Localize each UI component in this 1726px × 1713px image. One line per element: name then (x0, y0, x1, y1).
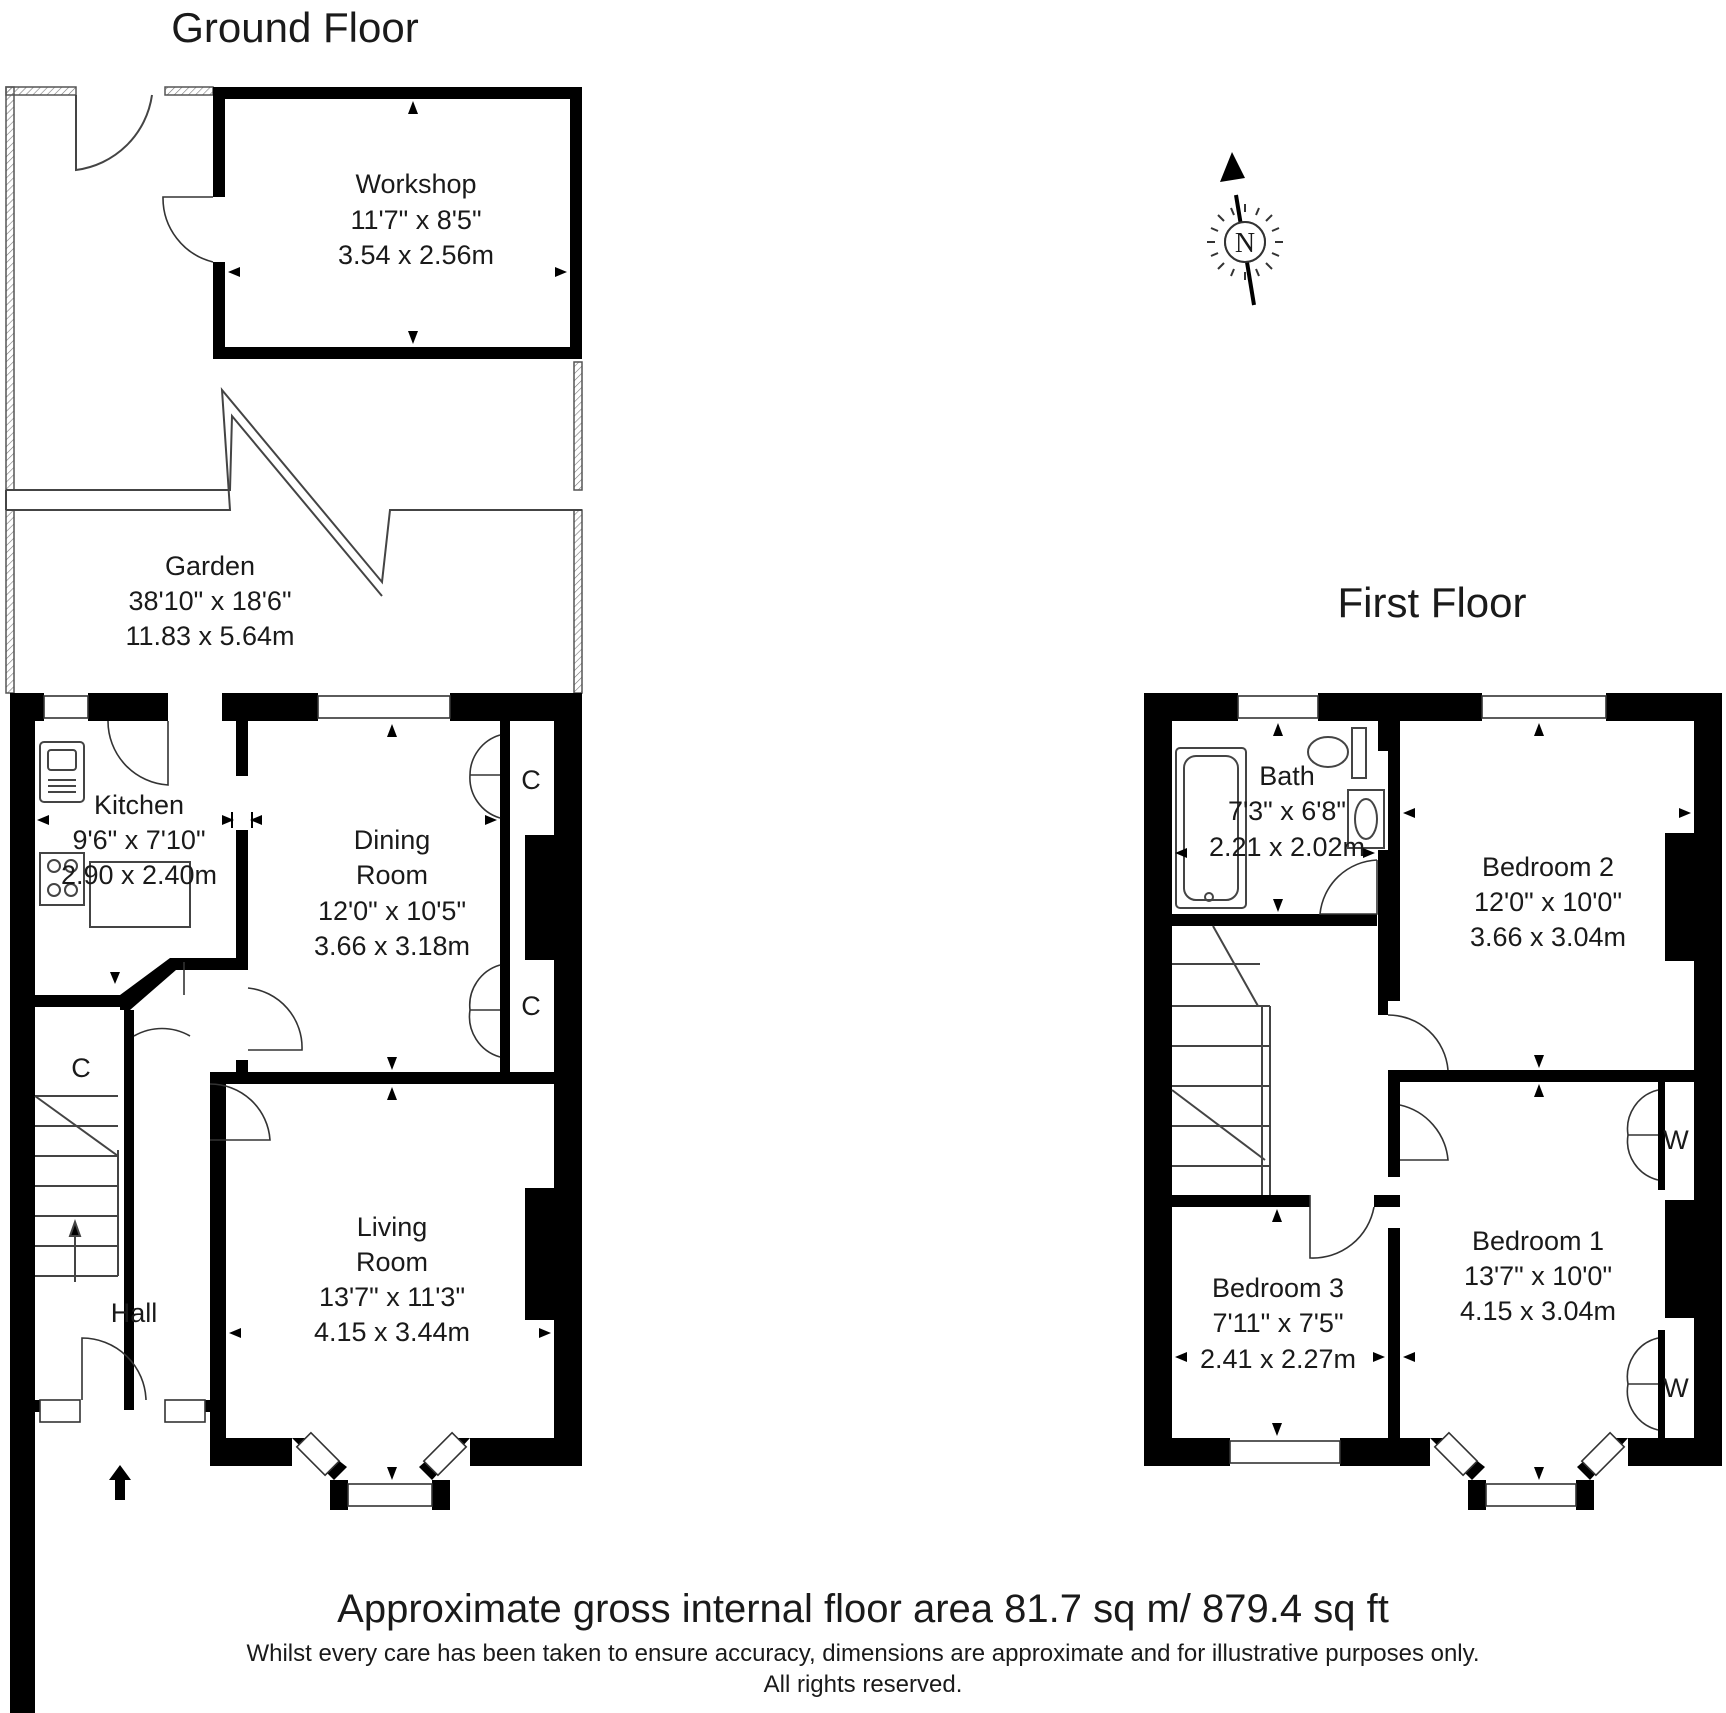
garden-label: Garden (165, 551, 255, 581)
ground-floor-doors (81, 720, 501, 1401)
rights-text: All rights reserved. (764, 1671, 963, 1698)
ground-floor-title: Ground Floor (171, 4, 418, 51)
workshop-imperial: 11'7" x 8'5" (350, 205, 481, 235)
dining-metric: 3.66 x 3.18m (314, 931, 470, 961)
dining-label-2: Room (356, 860, 428, 890)
ground-floor-windows (39, 695, 468, 1507)
compass: N (1207, 152, 1283, 306)
bedroom3-label: Bedroom 3 (1212, 1273, 1344, 1303)
garden-imperial: 38'10" x 18'6" (128, 586, 291, 616)
workshop-walls (162, 87, 582, 359)
wardrobe-label-2: W (1663, 1373, 1689, 1403)
first-floor-windows (1229, 695, 1626, 1507)
bedroom1-imperial: 13'7" x 10'0" (1464, 1261, 1612, 1291)
dining-imperial: 12'0" x 10'5" (318, 896, 466, 926)
wardrobe-label-1: W (1663, 1125, 1689, 1155)
cupboard-label-hall: C (71, 1053, 91, 1083)
entrance-arrow (109, 1465, 131, 1500)
living-label-2: Room (356, 1247, 428, 1277)
bedroom1-metric: 4.15 x 3.04m (1460, 1296, 1616, 1326)
bedroom2-imperial: 12'0" x 10'0" (1474, 887, 1622, 917)
living-imperial: 13'7" x 11'3" (319, 1282, 465, 1312)
hall-label: Hall (111, 1298, 158, 1328)
bedroom3-metric: 2.41 x 2.27m (1200, 1344, 1356, 1374)
bedroom3-imperial: 7'11" x 7'5" (1212, 1308, 1343, 1338)
ground-floor-dimension-arrows (37, 724, 551, 1480)
first-floor-walls (1144, 693, 1722, 1510)
kitchen-fixtures (39, 741, 191, 928)
dining-label-1: Dining (354, 825, 431, 855)
kitchen-label: Kitchen (94, 790, 184, 820)
kitchen-imperial: 9'6" x 7'10" (72, 825, 205, 855)
ground-floor-stairs (34, 1095, 119, 1282)
cupboard-label-dining-2: C (521, 991, 541, 1021)
bath-label: Bath (1259, 761, 1315, 791)
compass-north-letter: N (1235, 228, 1255, 259)
first-floor-doors (1309, 859, 1659, 1431)
garden-fence (5, 86, 583, 694)
bath-fixtures (1175, 727, 1385, 909)
kitchen-metric: 2.90 x 2.40m (61, 860, 217, 890)
bath-metric: 2.21 x 2.02m (1209, 832, 1365, 862)
living-label-1: Living (357, 1212, 428, 1242)
disclaimer-text: Whilst every care has been taken to ensu… (246, 1640, 1479, 1667)
bedroom2-metric: 3.66 x 3.04m (1470, 922, 1626, 952)
garden-metric: 11.83 x 5.64m (125, 621, 294, 651)
workshop-metric: 3.54 x 2.56m (338, 240, 494, 270)
bath-imperial: 7'3" x 6'8" (1228, 796, 1346, 826)
first-floor-stairs (1171, 925, 1271, 1195)
first-floor-dimension-arrows (1175, 723, 1691, 1480)
bedroom1-label: Bedroom 1 (1472, 1226, 1604, 1256)
workshop-label: Workshop (355, 169, 476, 199)
living-metric: 4.15 x 3.44m (314, 1317, 470, 1347)
bedroom2-label: Bedroom 2 (1482, 852, 1614, 882)
floor-area-caption: Approximate gross internal floor area 81… (337, 1587, 1389, 1631)
ground-floor-walls (10, 693, 582, 1713)
first-floor-title: First Floor (1338, 579, 1527, 626)
cupboard-label-dining-1: C (521, 765, 541, 795)
workshop-dimension-arrows (228, 101, 567, 344)
